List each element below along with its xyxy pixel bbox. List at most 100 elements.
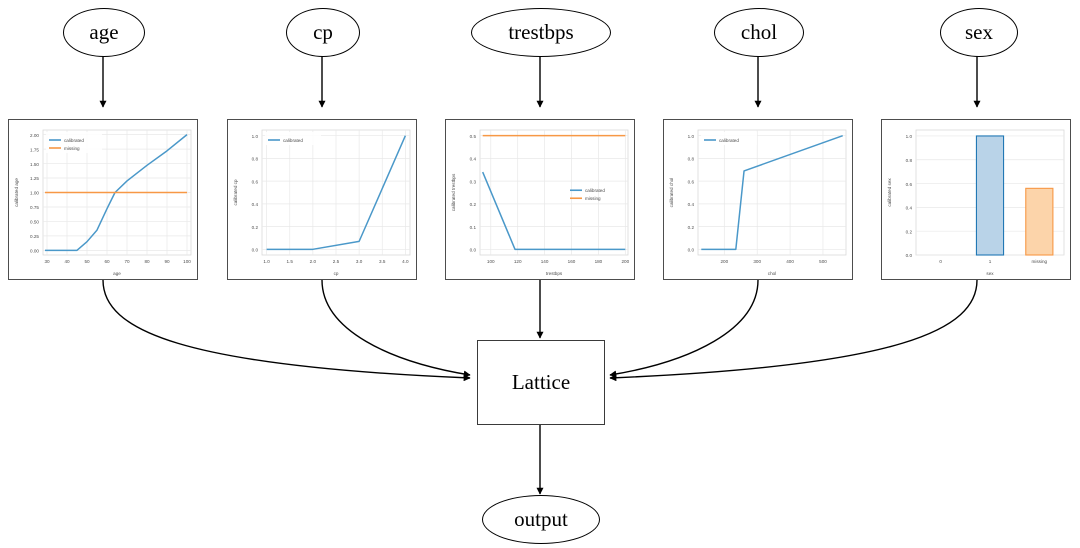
xtick-label: 200: [720, 259, 728, 264]
ytick-label: 1.25: [30, 176, 39, 181]
xaxis-label: age: [113, 271, 121, 276]
input-node-chol[interactable]: chol: [714, 8, 804, 57]
xtick-label: 1.0: [263, 259, 270, 264]
ytick-label: 1.50: [30, 162, 39, 167]
bar-1: [975, 135, 1005, 256]
legend-bg: [701, 132, 757, 145]
ytick-label: 0.6: [906, 182, 913, 187]
ytick-label: 0.2: [906, 229, 913, 234]
ytick-label: 0.0: [906, 253, 913, 258]
ytick-label: 0.2: [470, 202, 477, 207]
lattice-node-label: Lattice: [511, 370, 571, 394]
yaxis-label: calibrated age: [14, 178, 19, 207]
ytick-label: 0.2: [688, 225, 695, 230]
input-node-chol-label: chol: [740, 20, 778, 44]
xtick-label: 1.5: [287, 259, 294, 264]
ytick-label: 0.5: [470, 134, 477, 139]
xtick-label: 120: [514, 259, 522, 264]
input-node-sex[interactable]: sex: [940, 8, 1018, 57]
edge-sex-plot-to-lattice: [609, 279, 978, 382]
yaxis-label: calibrated cp: [233, 179, 238, 205]
plot-area-chol: [697, 129, 847, 256]
ytick-label: 0.8: [688, 157, 695, 162]
xtick-label: 3.5: [379, 259, 386, 264]
ytick-label: 0.2: [252, 225, 259, 230]
ytick-label: 0.75: [30, 205, 39, 210]
ytick-label: 0.50: [30, 220, 39, 225]
ytick-label: 2.00: [30, 133, 39, 138]
xaxis-label: trestbps: [546, 271, 563, 276]
xtick-label: 3.0: [356, 259, 363, 264]
ytick-label: 0.4: [906, 206, 913, 211]
ytick-label: 0.3: [470, 179, 477, 184]
xtick-label: 40: [64, 259, 70, 264]
series-calibrated: [45, 134, 188, 252]
edge-chol-plot-to-lattice: [609, 279, 759, 378]
ytick-label: 0.4: [470, 157, 477, 162]
series-calibrated: [266, 135, 407, 251]
xtick-label: 1: [989, 259, 992, 264]
lattice-node[interactable]: Lattice: [477, 340, 605, 425]
legend-label-missing: missing: [585, 196, 601, 201]
ytick-label: 0.0: [252, 248, 259, 253]
edge-cp-plot-to-lattice: [321, 279, 471, 378]
bar-missing: [1025, 187, 1054, 256]
xtick-label: missing: [1032, 259, 1048, 264]
ytick-label: 0.0: [470, 248, 477, 253]
legend-bg: [265, 132, 321, 145]
output-node[interactable]: output: [482, 495, 600, 544]
legend-label-calibrated: calibrated: [585, 188, 605, 193]
input-node-cp-label: cp: [313, 20, 333, 44]
xtick-label: 140: [541, 259, 549, 264]
xtick-label: 50: [84, 259, 90, 264]
input-node-age-label: age: [89, 20, 119, 44]
ytick-label: 0.8: [252, 157, 259, 162]
legend-label-calibrated: calibrated: [64, 138, 84, 143]
legend-label-missing: missing: [64, 146, 80, 151]
ytick-label: 0.0: [688, 248, 695, 253]
xtick-label: 90: [164, 259, 170, 264]
ytick-label: 0.4: [252, 202, 259, 207]
xtick-label: 400: [786, 259, 794, 264]
ytick-label: 1.00: [30, 191, 39, 196]
ytick-label: 1.0: [906, 134, 913, 139]
xaxis-label: sex: [986, 271, 994, 276]
xtick-label: 80: [144, 259, 150, 264]
xaxis-label: chol: [768, 271, 776, 276]
input-node-trestbps[interactable]: trestbps: [471, 8, 611, 57]
xtick-label: 300: [753, 259, 761, 264]
series-calibrated: [701, 134, 843, 251]
ytick-label: 1.0: [252, 134, 259, 139]
xaxis-label: cp: [334, 271, 339, 276]
ytick-label: 0.8: [906, 158, 913, 163]
legend-trestbps: calibrated missing: [570, 188, 605, 201]
ytick-label: 0.6: [252, 179, 259, 184]
yaxis-label: calibrated trestbps: [451, 173, 456, 211]
xtick-label: 60: [104, 259, 110, 264]
input-node-cp[interactable]: cp: [286, 8, 360, 57]
xtick-label: 2.0: [310, 259, 317, 264]
series-calibrated: [481, 171, 626, 251]
xtick-label: 2.5: [333, 259, 340, 264]
ytick-label: 1.0: [688, 134, 695, 139]
xtick-label: 160: [568, 259, 576, 264]
xtick-label: 500: [819, 259, 827, 264]
input-node-age[interactable]: age: [63, 8, 145, 57]
input-node-trestbps-label: trestbps: [508, 20, 574, 44]
ytick-label: 0.1: [470, 225, 477, 230]
